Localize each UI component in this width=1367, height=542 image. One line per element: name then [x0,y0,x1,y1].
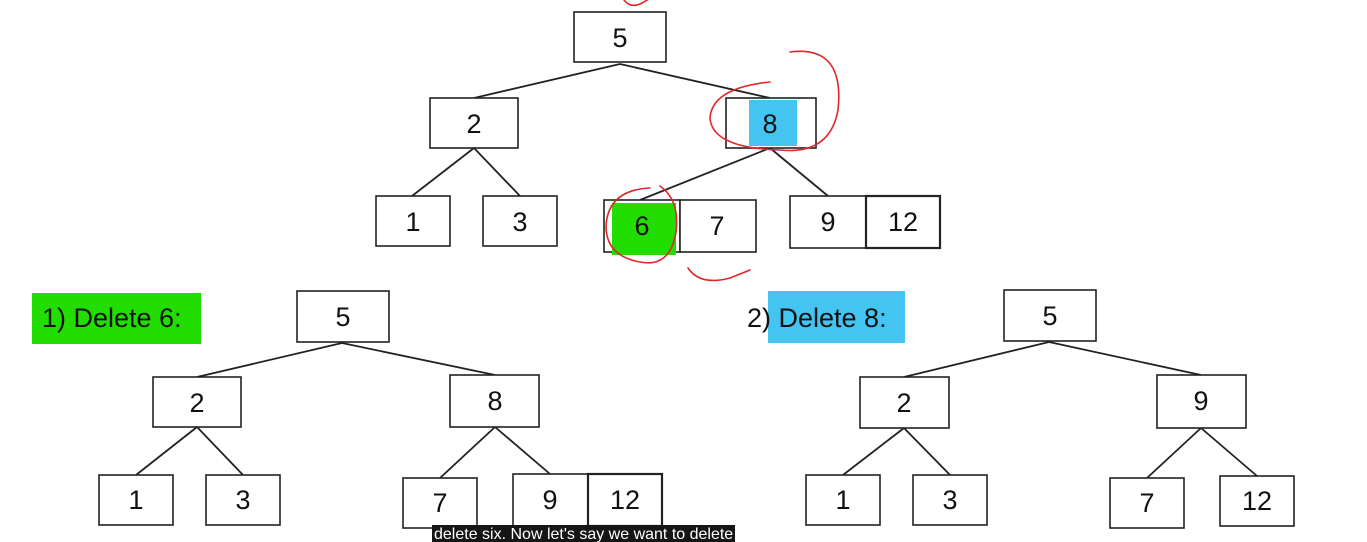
tree-leaf-3: 3 [912,474,988,526]
original-tree: 5 2 8 1 3 6 7 9 [375,0,942,282]
node-key: 5 [612,23,627,53]
tree-leaf-1: 1 [805,474,881,526]
tree-node-8: 8 [725,97,817,149]
ink-circle-around-8 [709,50,840,152]
edge-2-1 [135,426,198,476]
node-key: 8 [762,109,777,139]
edge-9-7 [1146,427,1202,479]
tree-node-2: 2 [152,376,242,428]
edge-2-3 [196,426,244,476]
edge-root-right [619,63,771,99]
tree-leaf-3: 3 [205,474,281,526]
step-2-label: 2) Delete 8: [747,303,887,333]
tree-leaf-9-12: 9 12 [512,472,664,528]
tree-node-2: 2 [859,376,950,429]
node-key: 3 [942,485,957,515]
node-key: 3 [512,207,527,237]
edge-root-left [903,341,1050,378]
green-highlight [612,203,676,255]
tree-node-root: 5 [573,11,667,63]
tree-node-2: 2 [429,97,519,149]
step-2-delete-8: 2) Delete 8: 5 2 9 1 3 7 [747,289,1295,529]
tree-leaf-12: 12 [1219,475,1295,527]
edge-8-912 [494,426,551,475]
tree-node-9: 9 [1156,374,1247,429]
node-key: 3 [235,485,250,515]
node-key: 7 [1139,488,1154,518]
blue-highlight [749,100,797,146]
node-key: 2 [896,388,911,418]
tree-node-root: 5 [296,290,390,343]
tree-leaf-7: 7 [402,477,478,529]
node-key: 2 [466,109,481,139]
edge-root-right [1048,341,1202,376]
node-key: 7 [432,488,447,518]
tree-node-root: 5 [1003,289,1097,342]
edge-2-1 [842,427,905,476]
step-1-delete-6: 1) Delete 6: 5 2 8 1 3 7 [32,290,664,529]
edge-9-12 [1200,427,1258,477]
node-key: 1 [405,207,420,237]
node-key: 12 [1242,486,1272,516]
node-key: 9 [542,485,557,515]
step-1-label: 1) Delete 6: [42,303,182,333]
node-key: 5 [1042,301,1057,331]
edge-root-right [341,342,496,376]
node-key: 12 [610,485,640,515]
node-key: 1 [128,485,143,515]
edge-2-3 [903,427,951,476]
node-key: 12 [888,207,918,237]
tree-leaf-9-12: 9 12 [789,194,942,250]
tree-leaf-3: 3 [482,195,558,247]
node-key: 2 [189,388,204,418]
tree-leaf-1: 1 [375,195,451,247]
node-key: 9 [1193,386,1208,416]
label-highlight [32,293,201,344]
node-key: 7 [709,211,724,241]
ink-swoosh-under-7 [687,267,751,282]
red-annotations [605,0,840,282]
node-key: 5 [335,302,350,332]
ink-top-scribble [623,0,649,7]
tree-leaf-7: 7 [1109,477,1185,529]
node-key: 6 [634,211,649,241]
edge-8-7 [439,426,496,479]
ink-circle-around-6 [605,185,678,264]
node-key: 9 [820,207,835,237]
label-highlight [768,291,905,343]
node-key: 1 [835,485,850,515]
edge-root-left [196,342,343,378]
tree-leaf-6-7: 6 7 [603,199,757,255]
tree-node-8: 8 [449,374,540,428]
video-caption: delete six. Now let's say we want to del… [432,525,736,542]
edge-8-912 [769,147,829,197]
tree-leaf-1: 1 [98,474,174,526]
edge-8-67 [639,147,771,201]
node-key: 8 [487,386,502,416]
edge-2-1 [411,147,475,197]
edge-root-left [473,63,621,99]
edge-2-3 [473,147,521,197]
